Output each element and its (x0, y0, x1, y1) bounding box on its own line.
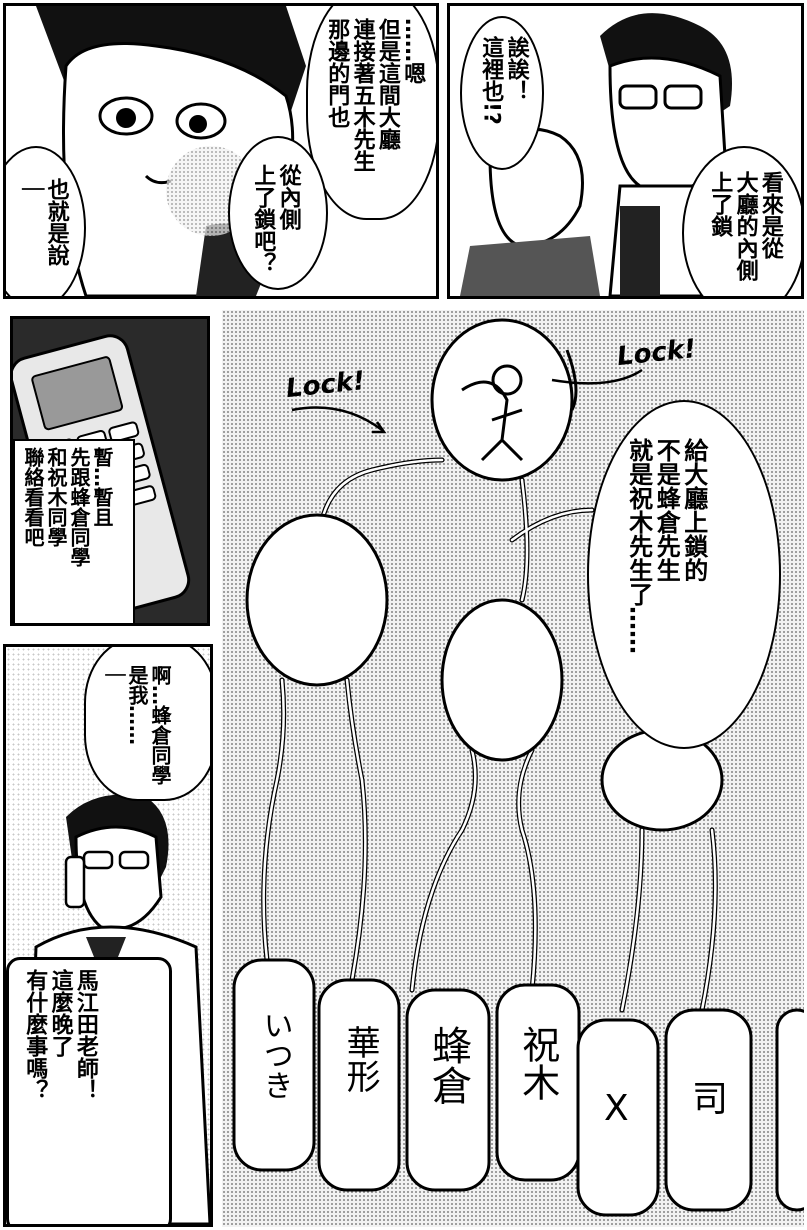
room-label-hachikura: 蜂倉 (425, 1025, 471, 1105)
hall-node-2 (440, 598, 564, 762)
room-label-iwaiki: 祝木 (515, 1025, 560, 1101)
dialogue-text: 啊…蜂倉同學 是我…… ｜ (102, 665, 172, 785)
speech-bubble (587, 400, 781, 749)
panel-1: ……嗯 但是這間大廳 連接著五木先生 那邊的門也 從內側 上了鎖吧？ 也就是說 … (3, 3, 439, 299)
room-label-tsukasa: 司 (692, 1079, 729, 1120)
dialogue-text: 看來是從 大廳的內側 上了鎖 (707, 171, 783, 281)
dialogue-text: 從內側 上了鎖吧？ (250, 164, 301, 274)
dialogue-text: 誒誒！ 這裡也!? (478, 36, 529, 125)
room-box (664, 1008, 753, 1212)
speech-bubble (84, 647, 210, 801)
face-drawing (36, 6, 306, 296)
dialogue-text: ……嗯 但是這間大廳 連接著五木先生 那邊的門也 (324, 18, 426, 172)
speech-bubble (682, 146, 801, 296)
caption-text: 暫…暫且 先跟蜂倉同學 和祝木同學 聯絡看看吧 (21, 447, 114, 567)
dialogue-text: 也就是說 ｜ (18, 178, 69, 266)
diagram-panel: Lock! Lock! 給大廳上鎖的 不是蜂倉先生 就是祝木先生了…… いつき … (222, 310, 804, 1227)
hall-node-1 (245, 513, 389, 687)
room-label-x: X (604, 1088, 629, 1129)
speech-bubble (460, 16, 544, 170)
room-label-itsuki: いつき (257, 1010, 293, 1100)
speech-bubble (306, 6, 436, 220)
room-box (576, 1018, 660, 1217)
room-layout-diagram (232, 318, 804, 1217)
room-box (775, 1008, 804, 1212)
panel-2: 誒誒！ 這裡也!? 看來是從 大廳的內側 上了鎖 (447, 3, 804, 299)
room-box (405, 988, 491, 1192)
main-hall-node (430, 318, 574, 482)
room-label-hanagata: 華形 (340, 1025, 381, 1093)
panel-3: 暫…暫且 先跟蜂倉同學 和祝木同學 聯絡看看吧 (10, 316, 210, 626)
dialogue-text: 給大廳上鎖的 不是蜂倉先生 就是祝木先生了…… (624, 438, 708, 654)
room-box (317, 978, 401, 1192)
speech-bubble (228, 136, 328, 290)
phone-speech-box (6, 957, 172, 1224)
characters-drawing (460, 6, 801, 296)
panel-4: 啊…蜂倉同學 是我…… ｜ 馬江田老師！ 這麼晚了 有什麼事嗎？ (3, 644, 213, 1227)
narration-caption (13, 439, 135, 623)
room-box (232, 958, 316, 1172)
dialogue-text: 馬江田老師！ 這麼晚了 有什麼事嗎？ (22, 969, 98, 1101)
